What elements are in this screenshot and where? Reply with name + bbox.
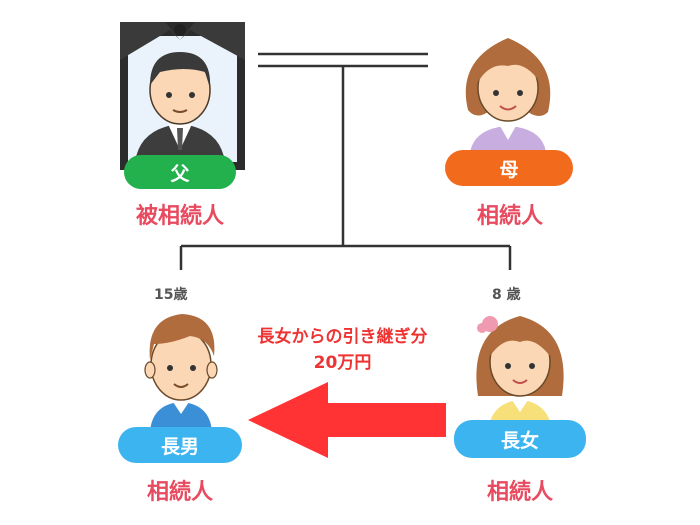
mother-role-label: 相続人 [476,204,543,229]
deceased-father-portrait-icon [120,22,245,170]
son-age-label: 15歳 [154,287,188,303]
transfer-note: 長女からの引き継ぎ分 20万円 [230,324,455,376]
daughter-age-label: 8 歳 [492,287,521,303]
daughter-badge: 長女 [454,420,586,458]
mother-icon [465,38,551,152]
marriage-lines [258,52,428,68]
son-icon [144,314,218,432]
son-role-label: 相続人 [146,480,213,505]
mother-badge: 母 [445,150,573,186]
father-badge: 父 [124,155,236,189]
left-arrow-icon [248,382,446,458]
family-tree-lines [179,66,512,270]
transfer-note-line2: 20万円 [313,353,372,373]
father-role-label: 被相続人 [135,204,224,229]
daughter-icon [476,316,564,430]
son-badge: 長男 [118,427,242,463]
daughter-role-label: 相続人 [486,480,553,505]
transfer-note-line1: 長女からの引き継ぎ分 [257,327,428,347]
